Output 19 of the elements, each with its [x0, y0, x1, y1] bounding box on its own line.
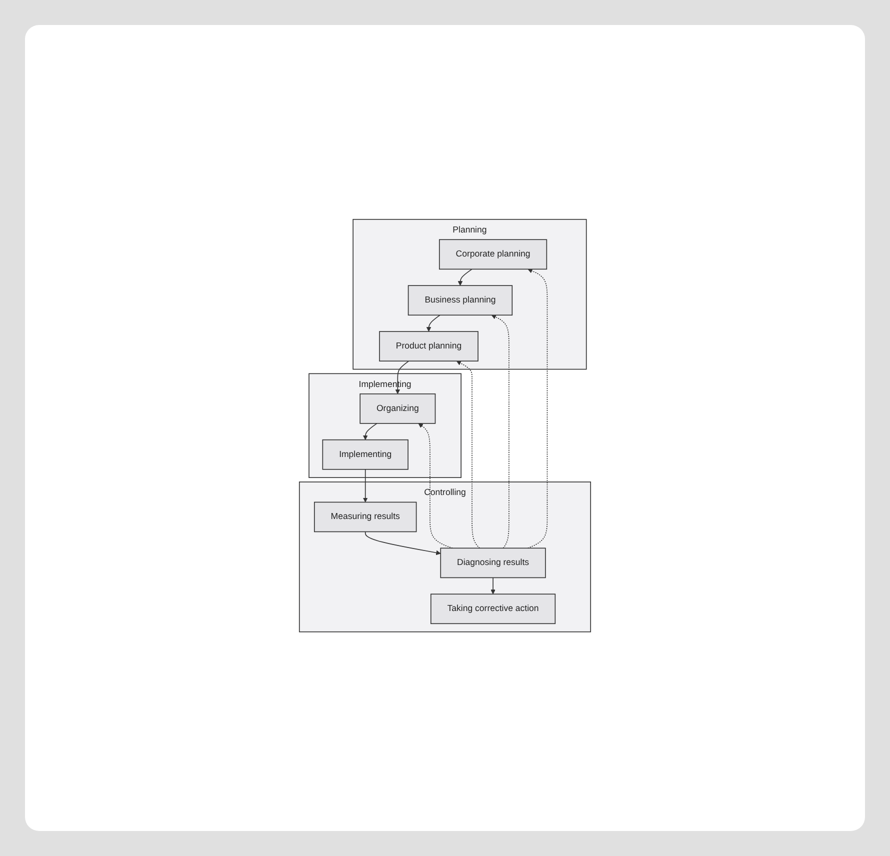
arrow	[362, 468, 368, 502]
node-box: Measuring results	[314, 502, 417, 532]
arrow	[364, 531, 441, 555]
node-box: Diagnosing results	[440, 548, 546, 578]
node-box: Corporate planning	[438, 239, 548, 270]
node-box: Implementing	[322, 439, 408, 470]
arrow	[426, 314, 440, 332]
arrow	[418, 423, 453, 548]
arrow	[395, 360, 410, 394]
arrow	[491, 314, 510, 548]
arrow	[458, 268, 472, 286]
node-box: Product planning	[379, 331, 478, 362]
node-box: Business planning	[408, 285, 513, 316]
arrow	[490, 577, 496, 594]
arrow	[362, 422, 378, 440]
node-box: Taking corrective action	[430, 594, 556, 624]
node-box: Organizing	[360, 393, 436, 424]
arrow	[456, 360, 480, 548]
arrow	[527, 268, 548, 548]
